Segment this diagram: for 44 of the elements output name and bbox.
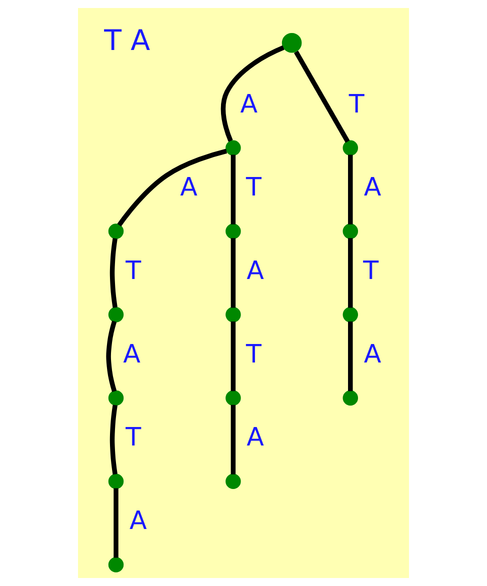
edge-label: A xyxy=(129,505,147,536)
edge-label: T xyxy=(363,255,379,285)
node-circle xyxy=(226,474,241,490)
node-circle xyxy=(108,474,124,490)
node-circle xyxy=(226,224,241,239)
connector xyxy=(348,238,353,308)
edge-label: A xyxy=(364,172,382,202)
edge-label: T xyxy=(126,422,142,452)
node-circle xyxy=(108,224,124,239)
connector xyxy=(114,488,118,558)
connector xyxy=(230,404,236,474)
edge-label: A xyxy=(246,422,264,452)
connector xyxy=(230,238,236,308)
node-circle xyxy=(342,307,358,322)
edge-label: A xyxy=(180,172,198,202)
node-circle xyxy=(226,307,241,322)
node-circle xyxy=(342,390,358,406)
edge-label: T xyxy=(126,255,142,285)
edge-label: A xyxy=(123,338,140,368)
connector xyxy=(348,322,353,392)
edge-label: A xyxy=(240,88,258,118)
node-circle xyxy=(108,557,124,572)
node-circle xyxy=(342,140,358,156)
node-circle xyxy=(342,224,358,239)
edge-label: T xyxy=(246,172,262,202)
node-circle xyxy=(108,390,124,406)
connector xyxy=(230,322,236,392)
edge-label: T xyxy=(246,338,262,368)
connector xyxy=(220,45,284,142)
connector xyxy=(230,154,236,224)
label: T A xyxy=(104,24,150,57)
connector xyxy=(117,148,228,226)
edge-label: A xyxy=(246,255,264,285)
edge-label: T xyxy=(348,88,364,118)
edge-label: A xyxy=(364,338,382,368)
node-circle xyxy=(108,307,124,322)
connector xyxy=(348,154,353,224)
node-circle xyxy=(226,390,241,406)
connector xyxy=(110,404,118,475)
connector xyxy=(110,238,118,308)
connector xyxy=(106,320,117,392)
node-circle xyxy=(282,32,302,53)
node-circle xyxy=(226,140,241,156)
connector xyxy=(294,50,350,143)
